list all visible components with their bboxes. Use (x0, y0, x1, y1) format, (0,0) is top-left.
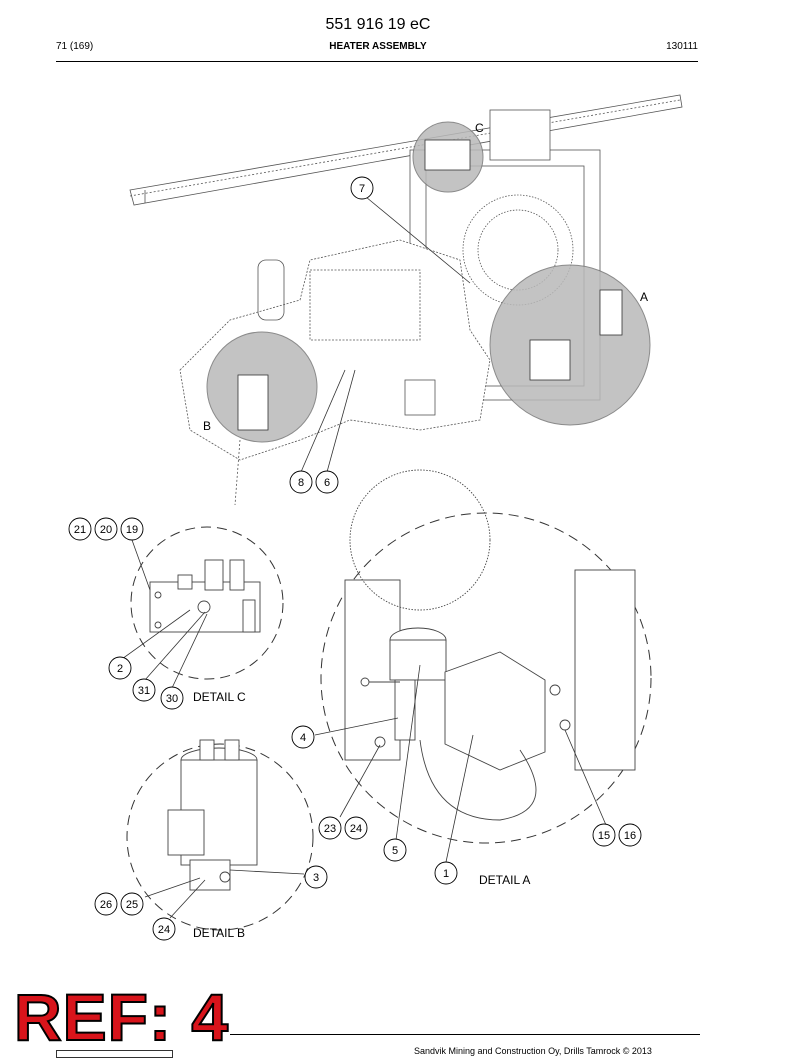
detail-c-label: DETAIL C (193, 690, 246, 704)
callout-circle (94, 517, 118, 541)
detail-c: DETAIL C (130, 526, 284, 704)
callout-21: 21 (74, 524, 86, 536)
view-letter-b: B (203, 419, 211, 433)
callout-circle (315, 470, 339, 494)
callout-circle (152, 917, 176, 941)
callout-31: 31 (138, 685, 150, 697)
callout-16: 16 (624, 830, 636, 842)
callout-circle (434, 861, 458, 885)
callout-1: 1 (443, 868, 449, 880)
callout-circle (383, 838, 407, 862)
header-rule (56, 61, 698, 62)
callout-circle (618, 823, 642, 847)
callout-19: 19 (126, 524, 138, 536)
callout-circle (350, 176, 374, 200)
ref-stamp: REF: 4 (13, 980, 230, 1054)
callout-circle (291, 725, 315, 749)
callout-circle (592, 823, 616, 847)
detail-a: DETAIL A (320, 469, 652, 887)
fuel-filter-a (599, 289, 623, 336)
callout-24b: 24 (158, 924, 170, 936)
view-letter-a: A (640, 290, 648, 304)
callout-6: 6 (324, 477, 330, 489)
callout-4: 4 (300, 732, 306, 744)
callout-26: 26 (100, 899, 112, 911)
callout-circle (289, 470, 313, 494)
callout-23: 23 (324, 823, 336, 835)
document-number: 551 916 19 eC (325, 16, 431, 33)
callout-15: 15 (598, 830, 610, 842)
view-letter-c: C (475, 121, 484, 135)
callout-24: 24 (350, 823, 362, 835)
callout-circle (160, 686, 184, 710)
detail-b: DETAIL B (126, 739, 314, 940)
callout-2: 2 (117, 663, 123, 675)
leader-lines (121, 196, 607, 919)
callout-circle (132, 678, 156, 702)
callout-8: 7 (359, 183, 365, 195)
footer-copyright: Sandvik Mining and Construction Oy, Dril… (414, 1046, 652, 1056)
callout-circle (68, 517, 92, 541)
page-number: 71 (169) (56, 41, 94, 52)
callout-circle (120, 892, 144, 916)
detail-a-label: DETAIL A (479, 873, 530, 887)
detail-b-label: DETAIL B (193, 926, 245, 940)
date-code: 130111 (666, 41, 698, 52)
callout-3: 3 (313, 872, 319, 884)
callout-circle (304, 865, 328, 889)
page-title: HEATER ASSEMBLY (329, 41, 427, 52)
callout-20: 20 (100, 524, 112, 536)
callout-circle (318, 816, 342, 840)
callout-circle (120, 517, 144, 541)
footer-rule (230, 1034, 700, 1035)
callout-circle (108, 656, 132, 680)
callout-circle (94, 892, 118, 916)
callout-circle (344, 816, 368, 840)
valve-block-c (424, 139, 471, 171)
callout-7: 8 (298, 477, 304, 489)
valve-block-b (237, 374, 269, 431)
heater-unit-a (529, 339, 571, 381)
callout-25: 25 (126, 899, 138, 911)
callout-30: 30 (166, 693, 178, 705)
callout-5: 5 (392, 845, 398, 857)
